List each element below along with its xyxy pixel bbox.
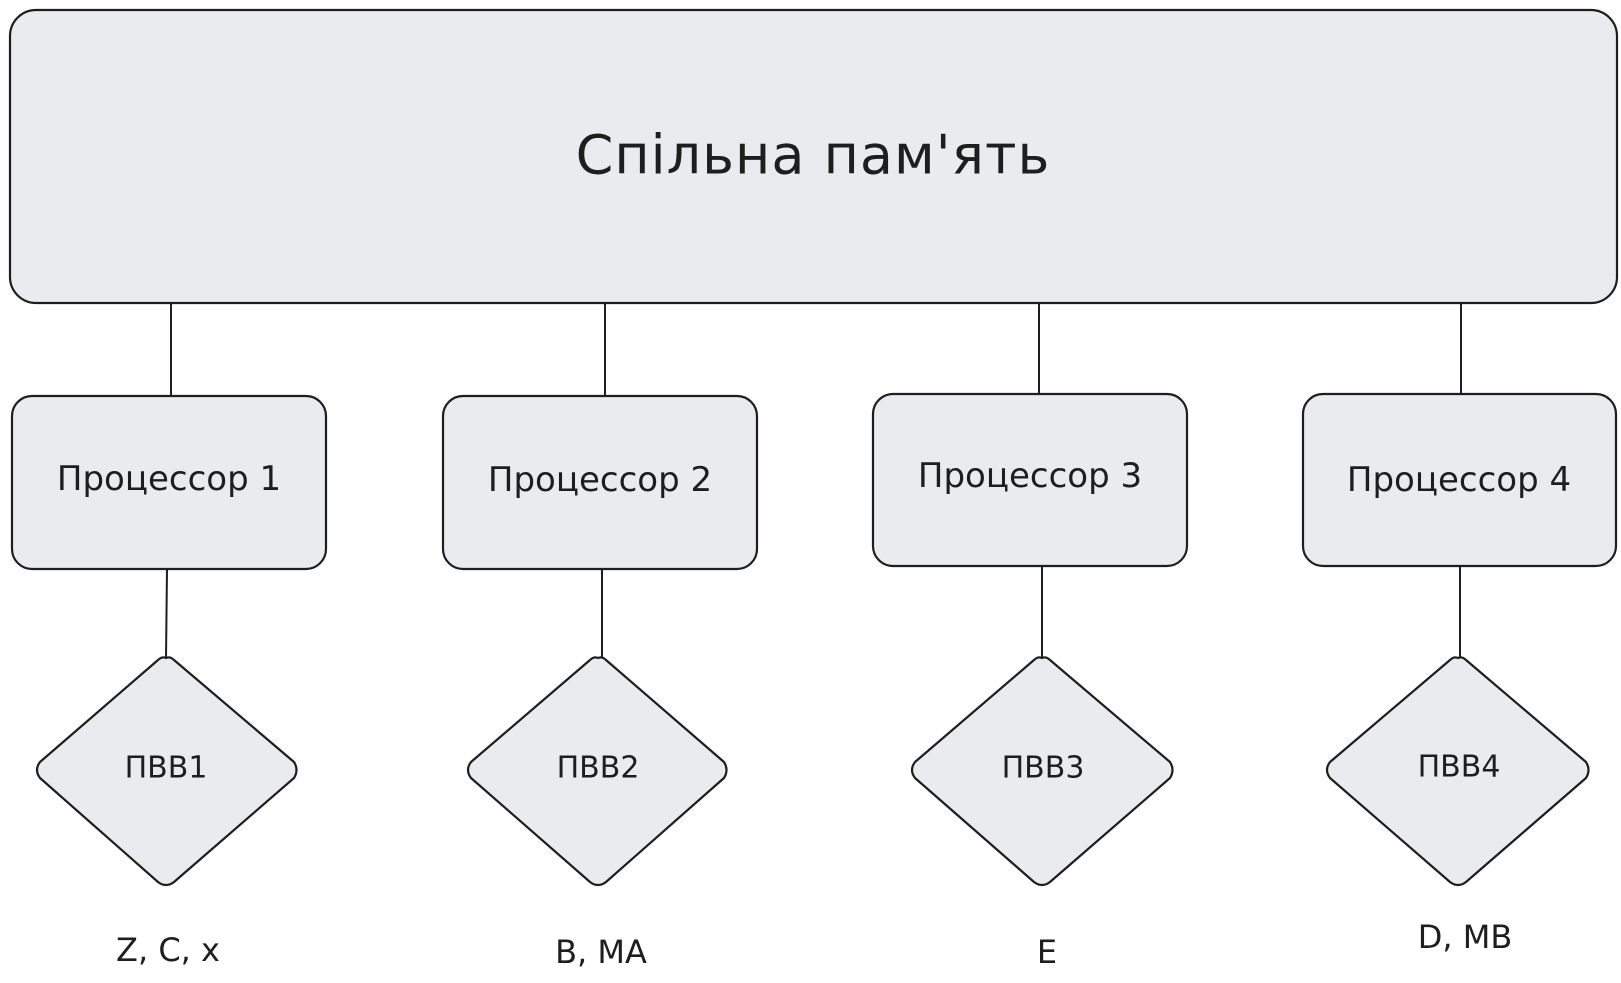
device-1-label: ПВВ1 (125, 751, 208, 786)
processor-2: Процессор 2 (441, 394, 759, 571)
processor-1: Процессор 1 (10, 394, 328, 571)
processor-2-label: Процессор 2 (488, 460, 712, 500)
processor-1-device-connector (165, 568, 168, 659)
device-4-diamond (1325, 656, 1590, 887)
processor-3-label: Процессор 3 (918, 456, 1142, 496)
device-2-diamond (466, 656, 728, 887)
device-4-label: ПВВ4 (1418, 750, 1501, 785)
processor-4: Процессор 4 (1301, 392, 1618, 568)
device-3-variables: E (1037, 933, 1057, 971)
processor-2-box (441, 394, 759, 571)
device-1: ПВВ1 (35, 656, 298, 887)
processor-3: Процессор 3 (871, 392, 1189, 568)
device-3-label: ПВВ3 (1002, 751, 1085, 786)
device-1-diamond (35, 656, 298, 887)
processor-4-label: Процессор 4 (1347, 460, 1571, 500)
device-4: ПВВ4 (1325, 656, 1590, 887)
device-2: ПВВ2 (466, 656, 728, 887)
device-2-label: ПВВ2 (557, 751, 640, 786)
processor-1-label: Процессор 1 (57, 459, 281, 499)
device-2-variables: B, MA (555, 933, 647, 971)
processor-3-box (871, 392, 1189, 568)
device-1-variables: Z, C, x (116, 931, 220, 969)
device-3: ПВВ3 (910, 656, 1174, 887)
processor-1-box (10, 394, 328, 571)
device-4-variables: D, MB (1418, 918, 1513, 956)
shared-memory-block: Спільна пам'ять (8, 8, 1619, 305)
shared-memory-label: Спільна пам'ять (576, 124, 1051, 187)
device-3-diamond (910, 656, 1174, 887)
shared-memory-box (8, 8, 1619, 305)
